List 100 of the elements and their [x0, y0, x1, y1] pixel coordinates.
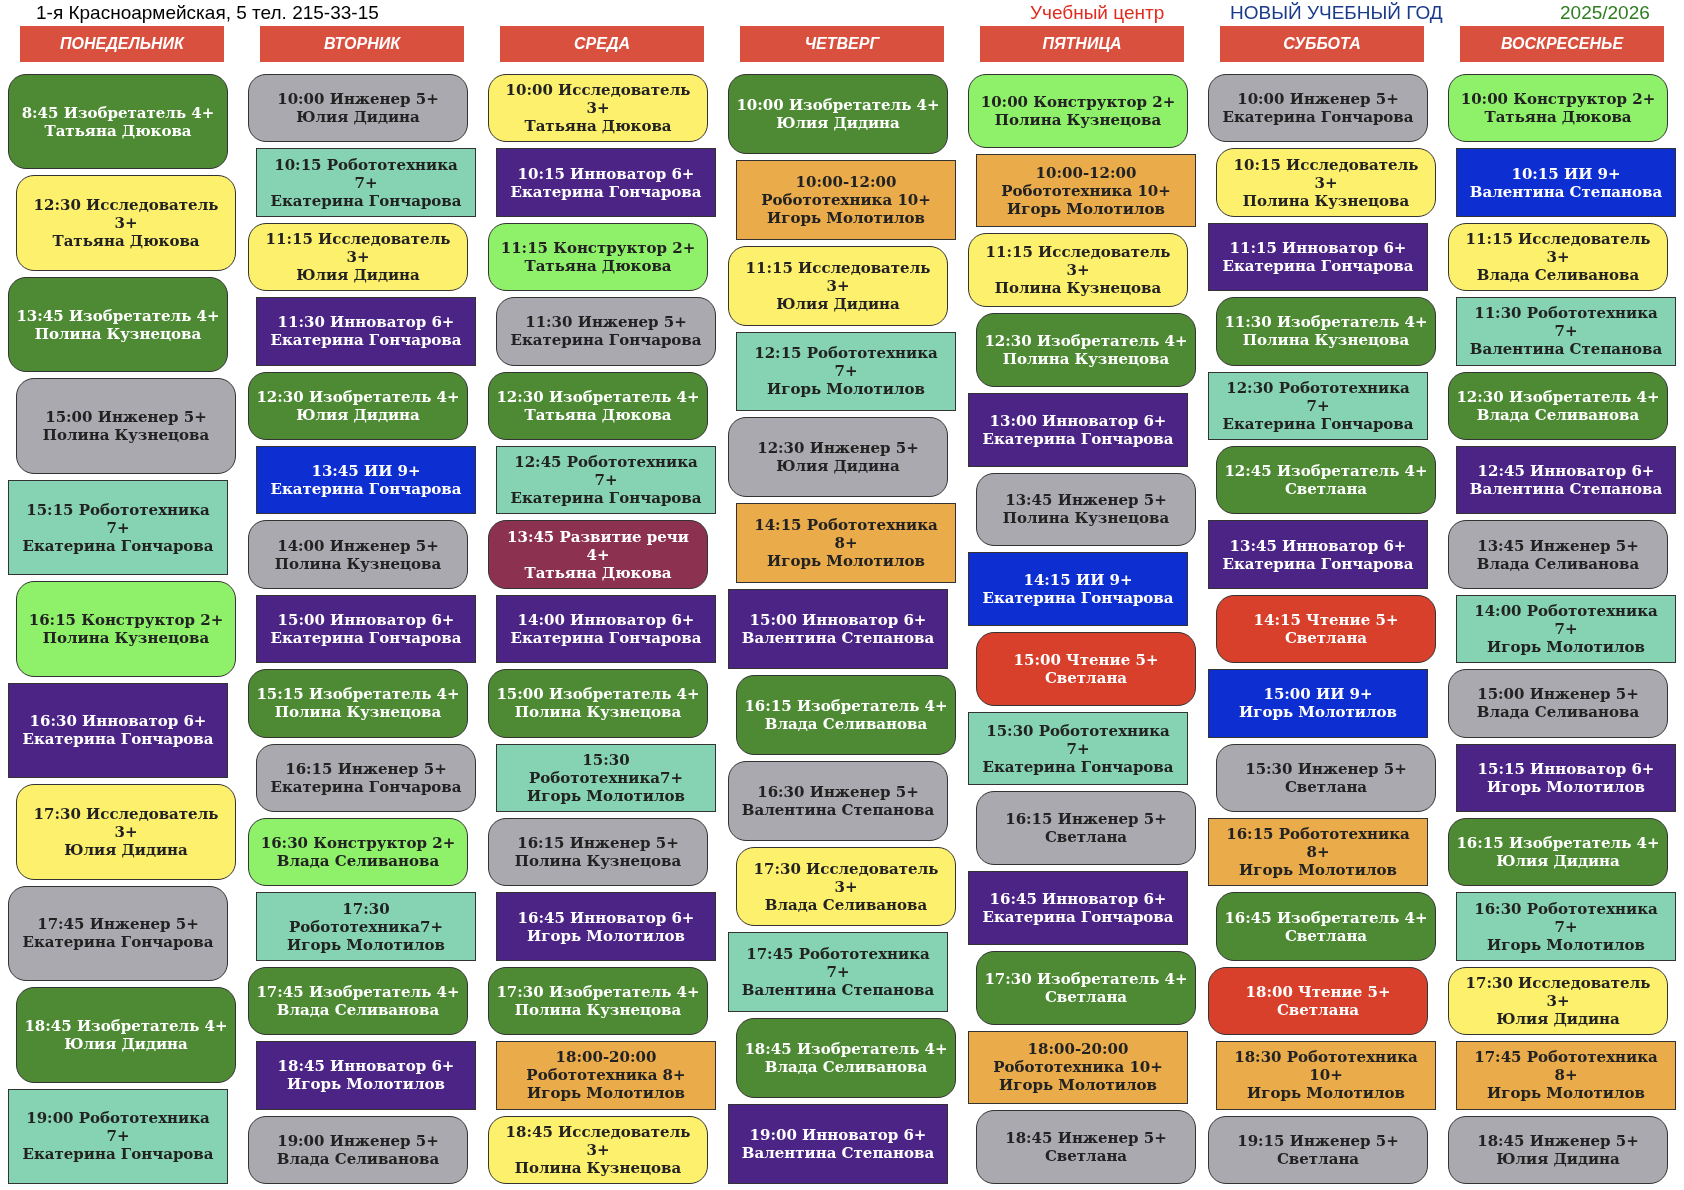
class-title: 10:00-12:00 Робототехника 10+ — [1000, 163, 1172, 200]
class-title: 15:15 Инноватор 6+ — [1477, 759, 1655, 778]
class-title: 12:45 Изобретатель 4+ — [1224, 462, 1428, 481]
teacher-name: Игорь Молотилов — [767, 208, 925, 227]
class-title: 17:45 Робототехника 8+ — [1473, 1048, 1659, 1085]
class-card — [976, 153, 1196, 228]
class-card — [1208, 966, 1428, 1036]
class-title: 12:30 Робототехника 7+ — [1225, 378, 1411, 415]
teacher-name: Юлия Дидина — [1496, 1149, 1620, 1168]
class-title: 17:45 Инженер 5+ — [37, 915, 199, 934]
class-card — [8, 885, 228, 982]
teacher-name: Полина Кузнецова — [42, 426, 210, 445]
class-title: 18:45 Исследователь 3+ — [504, 1122, 692, 1159]
class-title: 18:00 Чтение 5+ — [1245, 983, 1391, 1002]
class-card — [488, 371, 708, 441]
class-card — [728, 932, 948, 1013]
class-card — [248, 520, 468, 589]
teacher-name: Светлана — [1044, 1147, 1128, 1166]
class-title: 15:15 Робототехника 7+ — [25, 500, 211, 537]
class-title: 10:00 Инженер 5+ — [277, 90, 439, 109]
day-header: ПЯТНИЦА — [980, 26, 1184, 62]
class-title: 18:45 Изобретатель 4+ — [24, 1016, 228, 1035]
class-title: 18:45 Изобретатель 4+ — [744, 1040, 948, 1059]
teacher-name: Полина Кузнецова — [514, 1158, 682, 1177]
class-card — [496, 743, 716, 813]
class-card — [1208, 520, 1428, 589]
class-title: 14:00 Инженер 5+ — [277, 536, 439, 555]
class-title: 15:00 ИИ 9+ — [1263, 685, 1373, 704]
teacher-name: Юлия Дидина — [296, 405, 420, 424]
class-title: 13:45 Изобретатель 4+ — [16, 306, 220, 325]
class-title: 11:30 Робототехника 7+ — [1473, 304, 1659, 341]
class-card — [8, 276, 228, 373]
class-title: 11:15 Исследователь 3+ — [984, 243, 1172, 280]
class-title: 16:15 Инженер 5+ — [1005, 810, 1167, 829]
class-card — [248, 669, 468, 738]
class-card — [256, 743, 476, 813]
class-card — [1216, 892, 1436, 961]
teacher-name: Екатерина Гончарова — [510, 629, 702, 648]
class-card — [1208, 818, 1428, 887]
class-card — [1448, 1115, 1668, 1185]
class-title: 16:45 Инноватор 6+ — [517, 908, 695, 927]
teacher-name: Светлана — [1284, 480, 1368, 499]
class-title: 11:15 Конструктор 2+ — [500, 239, 696, 257]
teacher-name: Валентина Степанова — [1469, 340, 1663, 359]
class-card — [968, 1030, 1188, 1105]
class-card — [728, 417, 948, 498]
class-title: 12:15 Робототехника 7+ — [753, 344, 939, 381]
class-title: 10:00 Изобретатель 4+ — [736, 95, 940, 114]
class-card — [1456, 297, 1676, 366]
class-title: 10:15 Робототехника 7+ — [273, 155, 459, 192]
class-card — [256, 297, 476, 366]
class-card — [256, 594, 476, 664]
teacher-name: Валентина Степанова — [741, 800, 935, 819]
class-title: 10:00 Инженер 5+ — [1237, 90, 1399, 109]
teacher-name: Екатерина Гончарова — [270, 331, 462, 350]
class-title: 12:30 Инженер 5+ — [757, 439, 919, 458]
class-title: 12:30 Исследователь 3+ — [32, 196, 220, 233]
class-card — [1216, 1041, 1436, 1110]
class-card — [1216, 594, 1436, 664]
teacher-name: Татьяна Дюкова — [44, 121, 192, 140]
teacher-name: Екатерина Гончарова — [270, 629, 462, 648]
class-title: 15:00 Инноватор 6+ — [749, 611, 927, 629]
class-title: 17:30 Исследователь 3+ — [752, 859, 940, 896]
class-card — [976, 791, 1196, 866]
teacher-name: Екатерина Гончарова — [270, 480, 462, 499]
class-card — [1208, 1115, 1428, 1185]
teacher-name: Полина Кузнецова — [1242, 331, 1410, 350]
class-card — [736, 503, 956, 584]
class-card — [16, 581, 236, 677]
class-card — [16, 378, 236, 474]
class-title: 18:00-20:00 Робототехника 10+ — [992, 1040, 1164, 1077]
teacher-name: Екатерина Гончарова — [982, 757, 1174, 776]
class-card — [248, 966, 468, 1036]
class-title: 17:30 Исследователь 3+ — [1464, 974, 1652, 1011]
class-card — [1456, 743, 1676, 813]
class-card — [248, 818, 468, 887]
center-name: Учебный центр — [1030, 2, 1165, 24]
teacher-name: Светлана — [1044, 828, 1128, 847]
class-title: 14:15 ИИ 9+ — [1023, 571, 1133, 590]
class-title: 11:30 Изобретатель 4+ — [1224, 313, 1428, 332]
teacher-name: Валентина Степанова — [741, 1144, 935, 1163]
class-title: 14:15 Робототехника 8+ — [753, 516, 939, 553]
class-title: 17:30 Изобретатель 4+ — [984, 969, 1188, 988]
teacher-name: Татьяна Дюкова — [524, 117, 672, 136]
teacher-name: Полина Кузнецова — [994, 110, 1162, 129]
class-card — [256, 1041, 476, 1110]
class-card — [736, 159, 956, 240]
class-title: 16:30 Робототехника 7+ — [1473, 899, 1659, 936]
teacher-name: Игорь Молотилов — [287, 935, 445, 954]
teacher-name: Игорь Молотилов — [527, 1084, 685, 1103]
teacher-name: Татьяна Дюкова — [1484, 108, 1632, 127]
class-title: 19:15 Инженер 5+ — [1237, 1131, 1399, 1150]
teacher-name: Игорь Молотилов — [1239, 703, 1397, 722]
teacher-name: Татьяна Дюкова — [52, 232, 200, 251]
class-card — [728, 1104, 948, 1184]
day-header: СРЕДА — [500, 26, 704, 62]
class-card — [1448, 966, 1668, 1036]
class-title: 12:45 Инноватор 6+ — [1477, 462, 1655, 481]
year-heading: НОВЫЙ УЧЕБНЫЙ ГОД — [1230, 2, 1443, 24]
class-title: 16:45 Инноватор 6+ — [989, 890, 1167, 909]
